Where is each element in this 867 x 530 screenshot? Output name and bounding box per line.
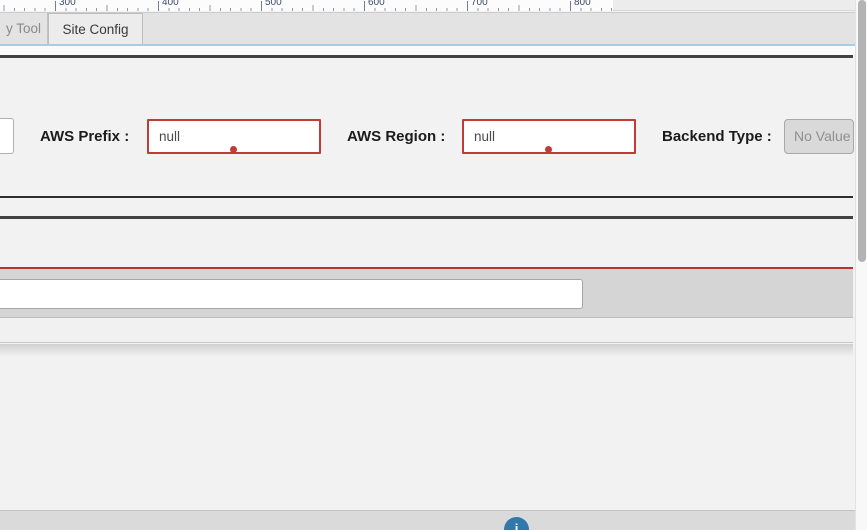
clipped-left-input[interactable] xyxy=(0,118,14,154)
pixel-ruler: 300 400 500 600 700 800 xyxy=(0,0,855,11)
tab-tool[interactable]: y Tool xyxy=(0,13,48,45)
ruler-label: 600 xyxy=(368,0,385,8)
ruler-major-tick: 800 xyxy=(570,0,591,11)
panel-shadow xyxy=(0,344,853,357)
red-divider-line xyxy=(0,267,853,269)
ruler-label: 500 xyxy=(265,0,282,8)
ruler-major-tick: 400 xyxy=(158,0,179,11)
scrollbar-thumb[interactable] xyxy=(858,0,866,262)
error-dot-icon xyxy=(230,146,237,153)
error-dot-icon xyxy=(545,146,552,153)
ruler-major-tick: 300 xyxy=(55,0,76,11)
aws-region-label: AWS Region : xyxy=(347,128,446,145)
section-divider-top xyxy=(0,55,853,58)
info-fab-button[interactable]: i xyxy=(504,517,529,530)
info-icon: i xyxy=(514,521,519,530)
backend-type-select[interactable]: No Value xyxy=(784,119,854,154)
aws-prefix-label: AWS Prefix : xyxy=(40,128,130,145)
divider-line xyxy=(0,196,853,198)
ruler-major-tick: 500 xyxy=(261,0,282,11)
ruler-scale: 300 400 500 600 700 800 xyxy=(0,0,613,11)
ruler-label: 800 xyxy=(574,0,591,8)
wide-text-input[interactable] xyxy=(0,279,583,309)
spacer xyxy=(0,46,855,55)
bottom-bar xyxy=(0,510,855,530)
spacer-band xyxy=(0,319,853,343)
ruler-major-tick: 600 xyxy=(364,0,385,11)
ruler-label: 300 xyxy=(59,0,76,8)
ruler-mid-ticks xyxy=(0,5,613,11)
backend-type-label: Backend Type : xyxy=(662,128,772,145)
ruler-major-tick: 700 xyxy=(467,0,488,11)
ruler-label: 700 xyxy=(471,0,488,8)
vertical-scrollbar[interactable] xyxy=(855,0,867,530)
ruler-label: 400 xyxy=(162,0,179,8)
divider-line xyxy=(0,216,853,219)
tab-highlight-line xyxy=(0,44,855,46)
tab-site-config[interactable]: Site Config xyxy=(48,13,143,45)
tab-bar: y Tool Site Config xyxy=(0,12,855,45)
